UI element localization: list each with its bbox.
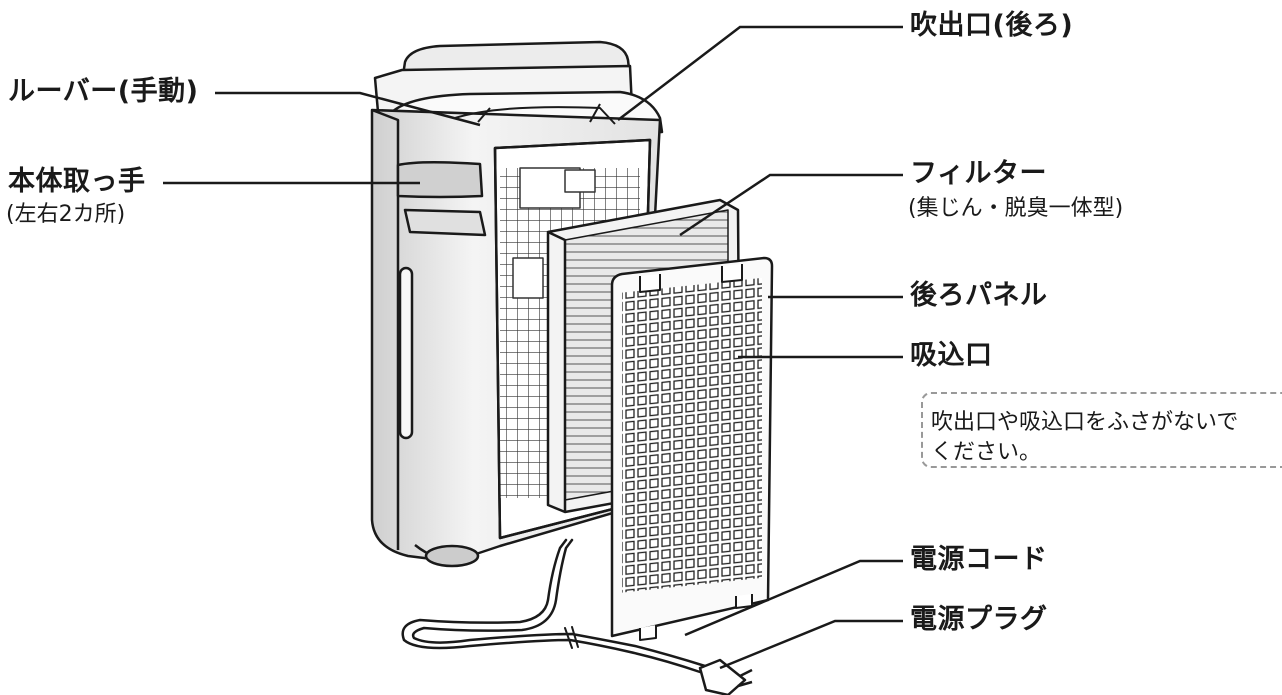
label-power-plug: 電源プラグ	[910, 604, 1048, 635]
leader-lines	[163, 25, 903, 670]
label-inlet: 吸込口	[910, 340, 993, 371]
back-panel	[610, 256, 774, 641]
caution-note-line1: 吹出口や吸込口をふさがないで	[931, 410, 1239, 435]
label-filter: フィルター	[910, 158, 1047, 189]
power-cord	[401, 538, 707, 674]
label-handle: 本体取っ手	[8, 166, 146, 197]
label-louver: ルーバー(手動)	[8, 76, 199, 107]
label-outlet-back: 吹出口(後ろ)	[910, 10, 1074, 41]
caution-note-line2: ください。	[931, 440, 1042, 465]
label-power-cord: 電源コード	[910, 544, 1048, 575]
caution-note	[921, 392, 1282, 468]
label-handle-sub: (左右2カ所)	[6, 202, 126, 227]
label-filter-sub: (集じん・脱臭一体型)	[908, 196, 1124, 221]
power-plug-shape	[698, 658, 753, 695]
label-back-panel: 後ろパネル	[910, 280, 1048, 311]
